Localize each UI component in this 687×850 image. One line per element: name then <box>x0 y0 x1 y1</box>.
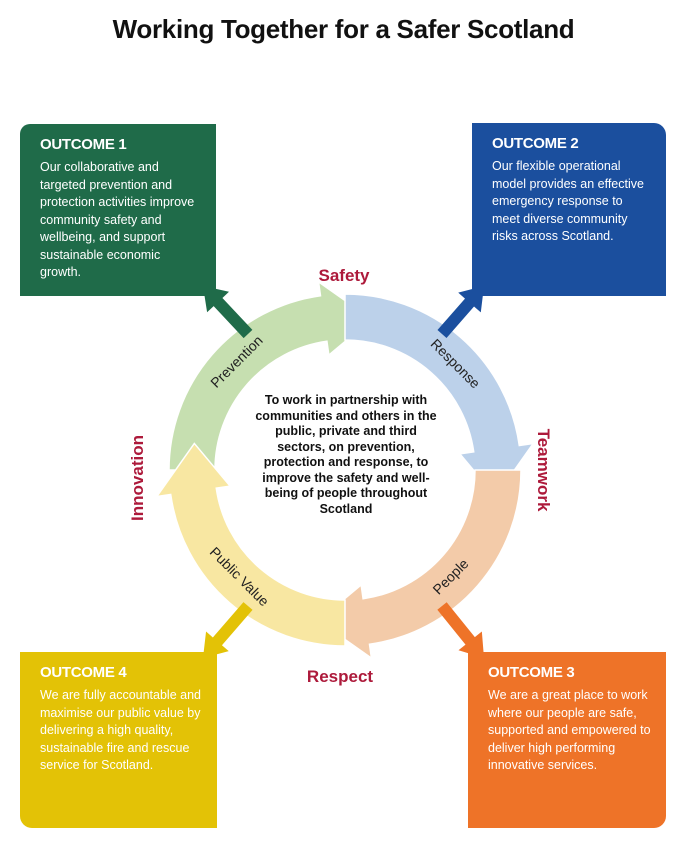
outcome-text: Our flexible operational model provides … <box>492 159 644 243</box>
outcome-heading: OUTCOME 1 <box>40 136 127 153</box>
outcome-heading: OUTCOME 4 <box>40 664 127 681</box>
outcome-heading: OUTCOME 3 <box>488 664 575 681</box>
outcome-heading: OUTCOME 2 <box>492 135 579 152</box>
outcome-text: We are fully accountable and maximise ou… <box>40 688 201 772</box>
outcome-2-card: OUTCOME 2 Our flexible operational model… <box>472 123 666 296</box>
arrow-to-outcome-4 <box>203 602 253 658</box>
value-innovation: Innovation <box>128 435 147 521</box>
outcome-text: Our collaborative and targeted preventio… <box>40 160 195 279</box>
outcome-1-card: OUTCOME 1 Our collaborative and targeted… <box>20 124 216 296</box>
value-respect: Respect <box>307 667 373 686</box>
cycle-ring <box>155 280 535 660</box>
mission-statement: To work in partnership with communities … <box>255 393 437 516</box>
cycle-segment-public-value <box>155 442 346 647</box>
cycle-segment-people <box>317 469 522 660</box>
cycle-segment-prevention <box>168 280 373 471</box>
outcome-arrows <box>203 286 484 658</box>
value-safety: Safety <box>318 266 370 285</box>
outcome-3-card: OUTCOME 3 We are a great place to work w… <box>468 652 666 828</box>
outcome-4-card: OUTCOME 4 We are fully accountable and m… <box>20 652 217 828</box>
cycle-segment-response <box>344 293 535 498</box>
arrow-to-outcome-1 <box>203 286 253 339</box>
page-title: Working Together for a Safer Scotland <box>112 14 575 44</box>
arrow-to-outcome-2 <box>437 286 484 338</box>
arrow-to-outcome-3 <box>437 602 484 658</box>
outcome-text: We are a great place to work where our p… <box>488 688 651 772</box>
value-teamwork: Teamwork <box>534 429 553 512</box>
